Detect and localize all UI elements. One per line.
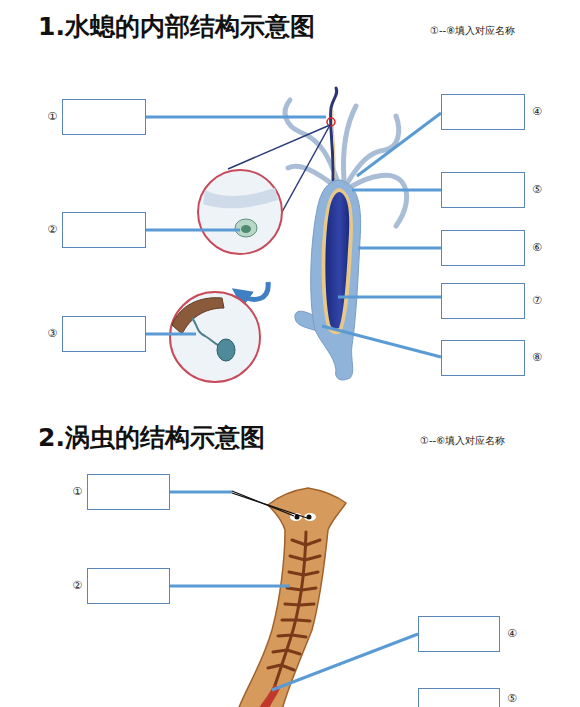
instruction-note: ①--⑧填入对应名称 bbox=[430, 24, 515, 37]
zoom-line bbox=[282, 125, 330, 212]
callout-number: ④ bbox=[532, 105, 542, 119]
callout-number: ⑤ bbox=[532, 183, 542, 197]
callout-number: ① bbox=[72, 485, 82, 499]
answer-box: ⑥ bbox=[441, 230, 525, 266]
gastrovascular-cavity bbox=[325, 192, 349, 329]
leader-line bbox=[146, 116, 326, 119]
answer-box: ⑤ bbox=[418, 688, 500, 707]
section-heading: 2.涡虫的结构示意图 bbox=[38, 423, 265, 453]
leader-lines bbox=[146, 113, 441, 357]
tissue bbox=[203, 188, 278, 208]
gut-branches bbox=[268, 540, 320, 670]
leader-line bbox=[357, 113, 441, 176]
answer-box: ② bbox=[87, 568, 170, 604]
instruction-note: ①--⑥填入对应名称 bbox=[420, 434, 505, 447]
answer-box: ⑦ bbox=[441, 283, 525, 319]
gut-trunk bbox=[270, 532, 306, 700]
callout-number: ⑥ bbox=[532, 241, 542, 255]
zoom-view bbox=[198, 170, 282, 254]
hydra-body bbox=[311, 180, 361, 380]
discharged-cnidocyte bbox=[217, 339, 235, 361]
leader-line bbox=[358, 247, 441, 250]
zoom-view bbox=[170, 292, 260, 382]
zoom-line bbox=[228, 125, 330, 169]
answer-box: ⑧ bbox=[441, 340, 525, 376]
section-heading: 1.水螅的内部结构示意图 bbox=[38, 12, 315, 42]
mesoglea bbox=[322, 188, 353, 334]
zoom-marker bbox=[327, 118, 335, 126]
answer-box: ③ bbox=[62, 316, 146, 352]
cnidocyte bbox=[235, 219, 257, 237]
leader-line bbox=[272, 634, 418, 690]
leader-line bbox=[146, 229, 240, 232]
callout-number: ② bbox=[72, 579, 82, 593]
leader-line bbox=[232, 493, 307, 518]
planarian-body bbox=[238, 488, 346, 707]
callout-number: ⑤ bbox=[507, 692, 517, 706]
callout-number: ③ bbox=[47, 327, 57, 341]
eyespot-pupil bbox=[307, 515, 312, 520]
tentacle-cross-section bbox=[331, 88, 337, 180]
callout-number: ⑧ bbox=[532, 351, 542, 365]
curved-arrow bbox=[240, 282, 268, 299]
tentacle bbox=[288, 166, 335, 186]
callout-number: ⑦ bbox=[532, 294, 542, 308]
leader-line bbox=[170, 491, 232, 494]
leader-lines bbox=[170, 492, 418, 690]
answer-box: ① bbox=[62, 99, 146, 135]
answer-box: ① bbox=[87, 474, 170, 510]
answer-box: ④ bbox=[418, 616, 500, 652]
discharged-thread bbox=[192, 318, 220, 346]
leader-line bbox=[352, 189, 441, 192]
answer-box: ② bbox=[62, 212, 146, 248]
callout-number: ② bbox=[47, 223, 57, 237]
leader-line bbox=[170, 585, 290, 588]
nematocyst bbox=[241, 225, 251, 233]
callout-number: ④ bbox=[507, 627, 517, 641]
callout-number: ① bbox=[47, 110, 57, 124]
answer-box: ④ bbox=[441, 94, 525, 130]
leader-line bbox=[146, 333, 196, 336]
answer-box: ⑤ bbox=[441, 172, 525, 208]
leader-line bbox=[338, 296, 441, 299]
leader-line bbox=[322, 326, 441, 357]
